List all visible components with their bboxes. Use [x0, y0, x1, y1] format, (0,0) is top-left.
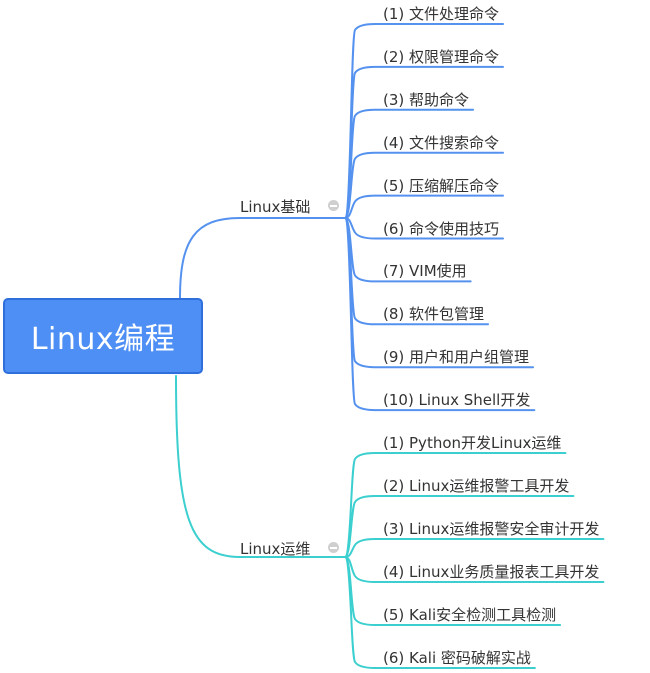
- leaf-node[interactable]: (5) 压缩解压命令: [383, 176, 500, 195]
- leaf-connector-line: [344, 495, 575, 558]
- leaf-node[interactable]: (1) 文件处理命令: [383, 5, 500, 23]
- minus-circle-icon[interactable]: [328, 542, 339, 553]
- leaf-node[interactable]: (10) Linux Shell开发: [383, 391, 531, 410]
- leaf-node[interactable]: (4) 文件搜索命令: [383, 133, 500, 152]
- leaf-node[interactable]: (6) 命令使用技巧: [383, 219, 500, 238]
- leaf-connector-line: [344, 108, 475, 219]
- leaf-connector-line: [344, 556, 605, 583]
- root-node[interactable]: Linux编程: [3, 298, 203, 374]
- leaf-connector-line: [344, 556, 536, 669]
- minus-circle-icon[interactable]: [328, 200, 339, 211]
- leaf-connector-line: [344, 217, 536, 412]
- leaf-connector-line: [344, 217, 535, 369]
- leaf-node[interactable]: (3) 帮助命令: [383, 90, 470, 109]
- leaf-node[interactable]: (1) Python开发Linux运维: [383, 434, 562, 452]
- leaf-node[interactable]: (5) Kali安全检测工具检测: [383, 606, 557, 624]
- leaf-connector-line: [344, 452, 567, 558]
- leaf-connector-line: [344, 194, 505, 219]
- leaf-node[interactable]: (8) 软件包管理: [383, 305, 485, 324]
- branch-node-linux-ops[interactable]: Linux运维: [240, 540, 311, 558]
- leaf-node[interactable]: (2) Linux运维报警工具开发: [383, 477, 570, 495]
- leaf-node[interactable]: (6) Kali 密码破解实战: [383, 649, 531, 667]
- leaf-connector-line: [344, 538, 605, 558]
- leaf-connector-line: [344, 151, 505, 219]
- leaf-node[interactable]: (3) Linux运维报警安全审计开发: [383, 520, 600, 538]
- leaf-node[interactable]: (4) Linux业务质量报表工具开发: [383, 563, 600, 581]
- branch-node-linux-basics[interactable]: Linux基础: [240, 198, 311, 216]
- root-to-branch-line: [175, 375, 346, 558]
- leaf-connector-line: [344, 217, 505, 240]
- leaf-node[interactable]: (9) 用户和用户组管理: [383, 348, 530, 367]
- leaf-node[interactable]: (7) VIM使用: [383, 262, 467, 281]
- leaf-node[interactable]: (2) 权限管理命令: [383, 47, 500, 66]
- root-to-branch-line: [179, 217, 346, 299]
